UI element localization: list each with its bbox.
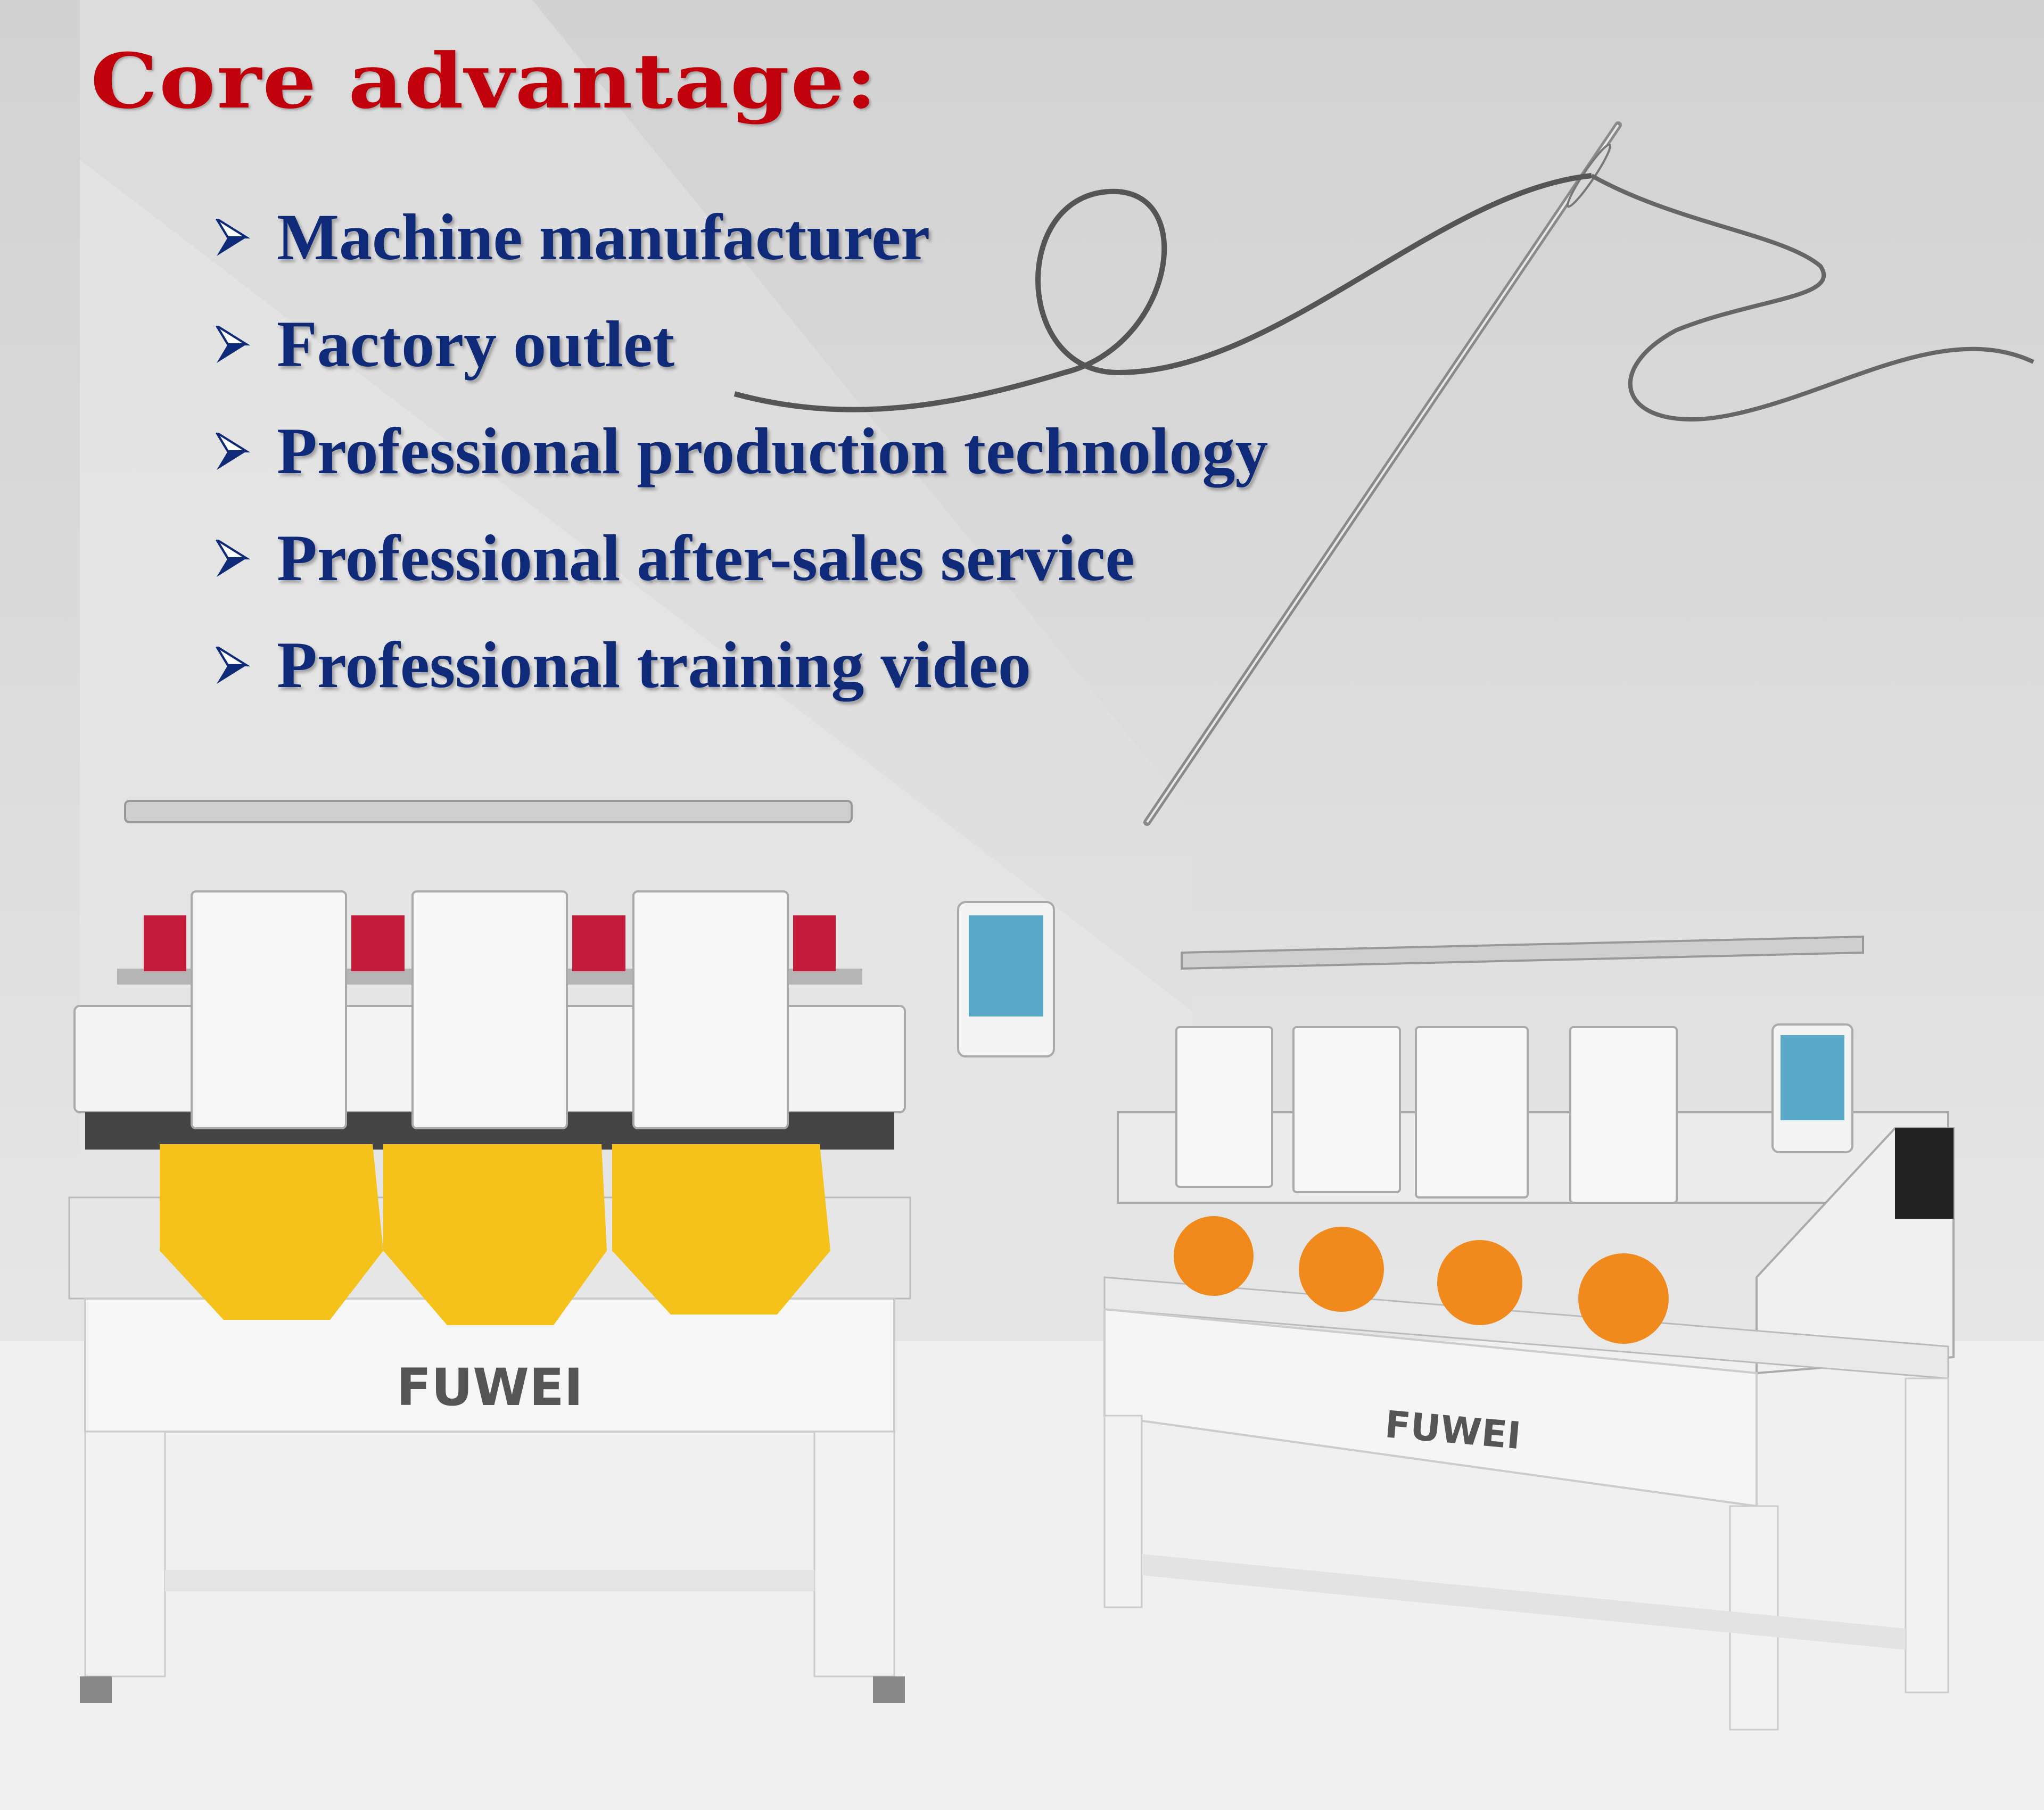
arrow-bullet-icon — [216, 539, 250, 577]
advantage-item: Professional after-sales service — [213, 505, 1268, 611]
advantage-item: Professional training video — [213, 611, 1268, 718]
advantage-label: Professional after-sales service — [277, 521, 1135, 594]
advantages-list: Machine manufacturer Factory outlet Prof… — [213, 184, 1268, 718]
advantage-label: Factory outlet — [277, 307, 675, 381]
advantage-item: Factory outlet — [213, 291, 1268, 398]
advantage-label: Professional training video — [277, 628, 1031, 701]
advantage-item: Professional production technology — [213, 398, 1268, 505]
advantage-label: Professional production technology — [277, 414, 1268, 487]
advantage-label: Machine manufacturer — [277, 200, 930, 274]
page-title: Core advantage: — [90, 37, 878, 126]
embroidery-machine-4-head: FUWEI — [1103, 935, 1955, 1731]
advantage-item: Machine manufacturer — [213, 184, 1268, 291]
arrow-bullet-icon — [216, 325, 250, 363]
arrow-bullet-icon — [216, 432, 250, 470]
arrow-bullet-icon — [216, 218, 250, 256]
arrow-bullet-icon — [216, 646, 250, 684]
machine-brand-logo: FUWEI — [397, 1358, 583, 1417]
needle-thread-icon — [733, 121, 2034, 826]
embroidery-machine-3-head: FUWEI — [68, 800, 1055, 1703]
